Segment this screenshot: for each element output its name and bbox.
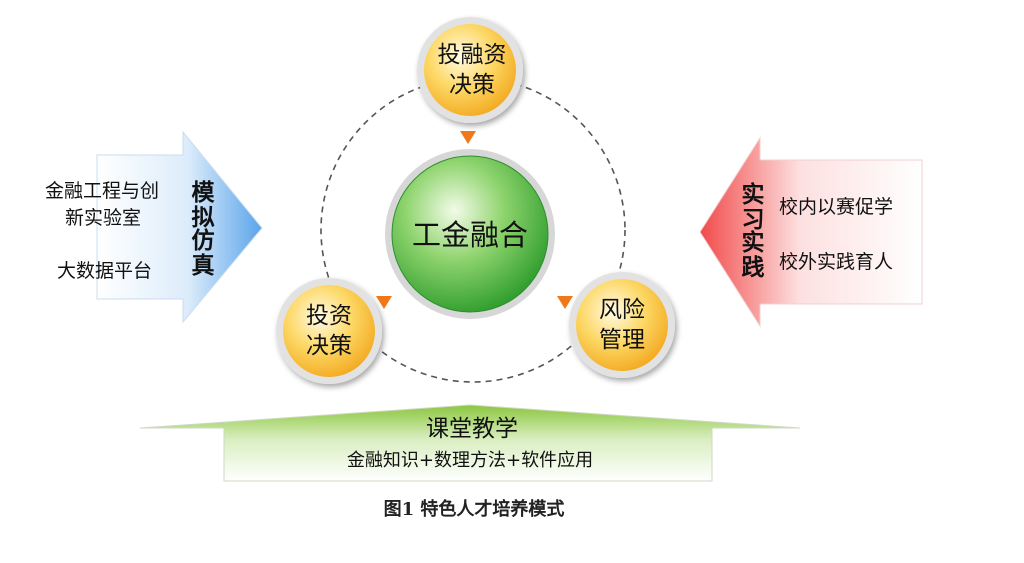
bottom-arrow-subtitle: 金融知识+数理方法+软件应用 (347, 450, 593, 471)
node-top (417, 17, 523, 123)
node-top-line2: 决策 (449, 72, 495, 98)
bottom-arrow-title: 课堂教学 (426, 416, 518, 442)
triangle-top (460, 131, 476, 144)
node-left (276, 278, 382, 384)
right-arrow-title-line1: 实习 (737, 181, 764, 232)
left-arrow-item1-line1: 金融工程与创 (45, 180, 159, 202)
right-arrow-item1: 校内以赛促学 (779, 196, 893, 218)
left-arrow (96, 130, 263, 324)
right-arrow (699, 136, 923, 328)
node-right-line1: 风险 (599, 297, 645, 323)
node-left-line2: 决策 (306, 333, 352, 359)
triangle-left (376, 296, 392, 309)
node-right-line2: 管理 (599, 327, 645, 353)
node-top-line1: 投融资 (438, 42, 507, 68)
center-node: 工金融合 (385, 149, 555, 319)
figure-caption: 图1 特色人才培养模式 (384, 498, 565, 520)
node-left-line1: 投资 (306, 303, 352, 329)
node-right (569, 272, 675, 378)
left-arrow-title-line2: 仿真 (187, 228, 215, 278)
left-arrow-item1-line2: 新实验室 (65, 207, 141, 229)
center-label: 工金融合 (412, 218, 528, 252)
left-arrow-title-line1: 模拟 (187, 180, 215, 230)
right-arrow-title-line2: 实践 (737, 229, 765, 280)
left-arrow-item2: 大数据平台 (57, 260, 152, 282)
right-arrow-item2: 校外实践育人 (779, 251, 893, 273)
triangle-right (557, 296, 573, 309)
bottom-arrow (139, 404, 801, 482)
